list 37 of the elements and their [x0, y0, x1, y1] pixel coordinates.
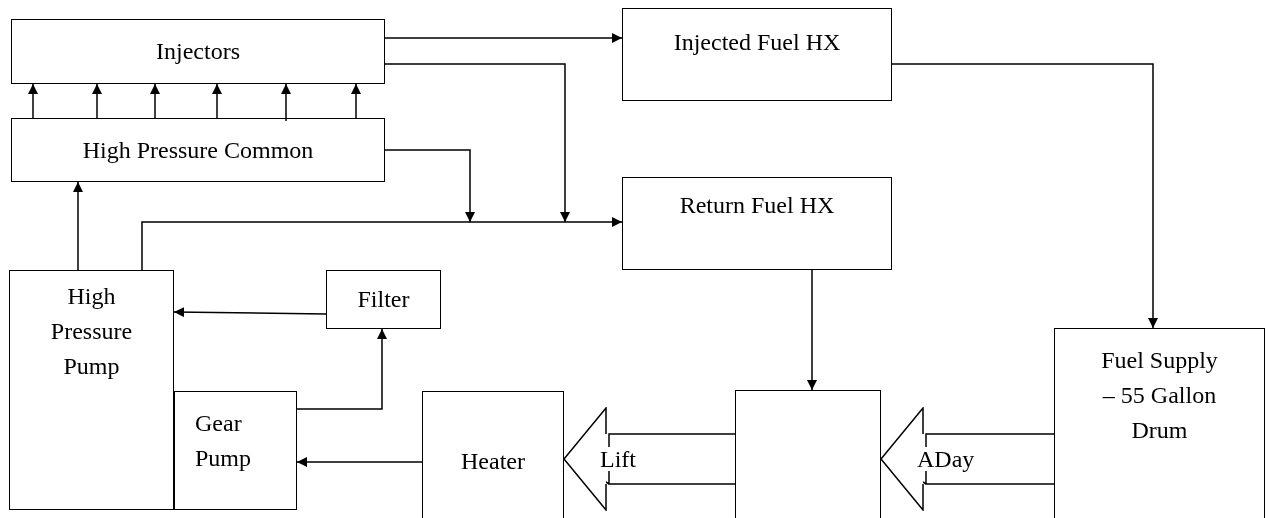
- node-label: Injectors: [156, 37, 240, 67]
- process-box: [174, 391, 297, 510]
- process-box: [622, 177, 892, 270]
- arrow: [141, 217, 623, 271]
- process-box: [326, 270, 441, 329]
- node-label: High Pressure Common: [82, 135, 314, 165]
- arrow: [891, 63, 1158, 329]
- process-box: [9, 270, 174, 510]
- process-box: [11, 19, 385, 84]
- arrow: [351, 83, 361, 119]
- arrow: [384, 149, 475, 223]
- edge-label: ADay: [917, 447, 975, 471]
- empty-box: [735, 390, 881, 518]
- arrow: [296, 457, 423, 467]
- arrow: [92, 83, 102, 119]
- node-label: Filter: [357, 285, 410, 315]
- node-label: Return Fuel HX: [679, 191, 835, 220]
- node-label: Fuel Supply – 55 Gallon Drum: [1100, 346, 1219, 445]
- process-box: [422, 391, 564, 518]
- process-box: [11, 118, 385, 182]
- arrow: [150, 83, 160, 119]
- arrow: [28, 83, 38, 119]
- process-box: [622, 8, 892, 101]
- arrow: [296, 328, 387, 410]
- arrow: [73, 181, 83, 271]
- arrow: [212, 83, 222, 119]
- process-box: [1054, 328, 1265, 518]
- node-label: High Pressure Pump: [49, 282, 134, 381]
- arrow: [384, 33, 623, 43]
- node-label: Injected Fuel HX: [673, 28, 841, 57]
- arrow: [281, 83, 291, 122]
- edge-label: Lift: [600, 447, 636, 471]
- arrow: [173, 307, 327, 318]
- arrow: [807, 269, 817, 391]
- node-label: Heater: [461, 447, 525, 476]
- node-label: Gear Pump: [195, 409, 252, 473]
- arrow: [384, 63, 570, 223]
